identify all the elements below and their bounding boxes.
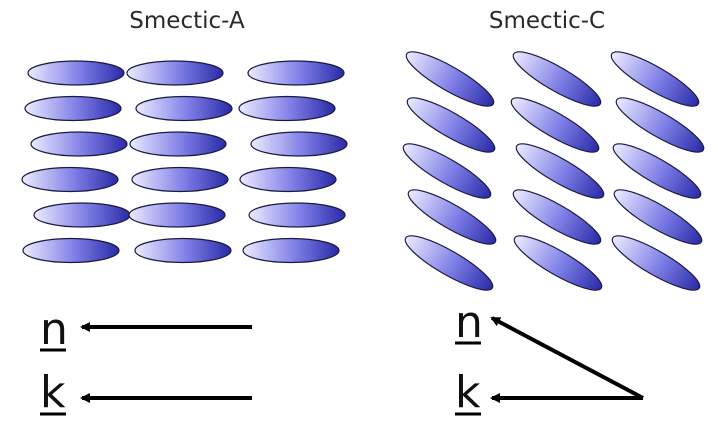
smectic-a-molecule [129, 131, 227, 157]
smectic-c-molecule [615, 97, 705, 153]
smectic-c-molecule [402, 143, 492, 199]
smectic-a-molecule [30, 131, 128, 157]
smectic-a-n-label: n [40, 304, 68, 355]
smectic-a-molecule [131, 166, 229, 193]
smectic-c-n-label: n [455, 297, 483, 348]
smectic-c-molecule [515, 143, 605, 199]
smectic-c-molecule [611, 235, 701, 291]
smectic-a-title: Smectic-A [129, 8, 245, 34]
smectic-a-molecule [242, 237, 340, 264]
smectic-c-n-arrow [490, 316, 644, 400]
smectic-a-molecule [248, 202, 346, 228]
smectic-a-molecule [126, 60, 224, 86]
smectic-c-molecule [512, 51, 602, 107]
smectic-a-molecule [22, 237, 120, 264]
smectic-a-molecule [250, 131, 348, 157]
smectic-c-molecule [510, 97, 600, 153]
smectic-c-molecule [405, 51, 495, 107]
smectic-a-molecule [128, 202, 226, 228]
smectic-c-molecule [610, 51, 700, 107]
smectic-c-k-label: k [455, 367, 481, 418]
panel-smectic-c: Smectic-C n k [402, 8, 705, 418]
smectic-c-molecule [407, 189, 497, 245]
smectic-a-molecule [134, 237, 232, 264]
smectic-c-molecule [512, 189, 602, 245]
smectic-a-molecules [21, 60, 348, 264]
panel-smectic-a: Smectic-A n k [21, 8, 348, 418]
smectic-c-molecule [612, 143, 702, 199]
smectic-a-molecule [238, 95, 336, 122]
smectic-c-molecules [402, 51, 705, 291]
smectic-a-molecule [247, 60, 345, 86]
smectic-a-molecule [24, 95, 122, 122]
smectic-a-k-label: k [40, 367, 66, 418]
smectic-a-molecule [27, 60, 125, 86]
smectic-c-molecule [513, 235, 603, 291]
smectic-a-molecule [239, 166, 337, 193]
smectic-c-molecule [404, 235, 494, 291]
smectic-a-molecule [21, 166, 119, 193]
smectic-a-molecule [33, 202, 131, 228]
smectic-c-molecule [613, 189, 703, 245]
smectic-c-title: Smectic-C [489, 8, 605, 34]
smectic-c-molecule [406, 97, 496, 153]
smectic-a-molecule [135, 95, 233, 122]
